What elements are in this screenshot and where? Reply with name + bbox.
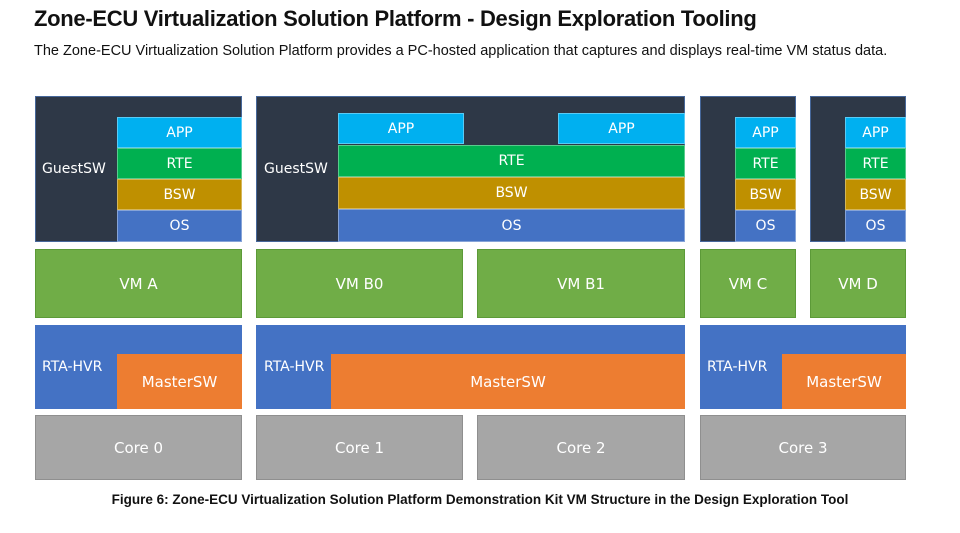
os-layer-d: OS bbox=[845, 210, 906, 242]
mastersw-1: MasterSW bbox=[331, 354, 685, 409]
hypervisor-label-3: RTA-HVR bbox=[707, 359, 768, 375]
mastersw-0: MasterSW bbox=[117, 354, 242, 409]
vm-d: VM D bbox=[810, 249, 906, 318]
rte-layer-a: RTE bbox=[117, 148, 242, 179]
bsw-layer-a: BSW bbox=[117, 179, 242, 210]
mastersw-3: MasterSW bbox=[782, 354, 906, 409]
vm-a: VM A bbox=[35, 249, 242, 318]
bsw-layer-c: BSW bbox=[735, 179, 796, 210]
guestsw-label-a: GuestSW bbox=[42, 161, 106, 177]
app-layer-b0: APP bbox=[338, 113, 464, 144]
os-layer-c: OS bbox=[735, 210, 796, 242]
vm-c: VM C bbox=[700, 249, 796, 318]
hypervisor-label-0: RTA-HVR bbox=[42, 359, 103, 375]
hypervisor-label-1: RTA-HVR bbox=[264, 359, 325, 375]
rte-layer-d: RTE bbox=[845, 148, 906, 179]
rte-layer-b: RTE bbox=[338, 145, 685, 177]
rte-layer-c: RTE bbox=[735, 148, 796, 179]
app-layer-d: APP bbox=[845, 117, 906, 148]
guestsw-label-b: GuestSW bbox=[264, 161, 328, 177]
page-description: The Zone-ECU Virtualization Solution Pla… bbox=[34, 43, 888, 59]
figure-caption: Figure 6: Zone-ECU Virtualization Soluti… bbox=[111, 492, 849, 507]
core-2: Core 2 bbox=[477, 415, 685, 480]
app-layer-b1: APP bbox=[558, 113, 685, 144]
bsw-layer-b: BSW bbox=[338, 177, 685, 209]
core-3: Core 3 bbox=[700, 415, 906, 480]
vm-b0: VM B0 bbox=[256, 249, 463, 318]
app-layer-c: APP bbox=[735, 117, 796, 148]
app-layer-a: APP bbox=[117, 117, 242, 148]
core-1: Core 1 bbox=[256, 415, 463, 480]
bsw-layer-d: BSW bbox=[845, 179, 906, 210]
os-layer-b: OS bbox=[338, 209, 685, 242]
os-layer-a: OS bbox=[117, 210, 242, 242]
core-0: Core 0 bbox=[35, 415, 242, 480]
page-title: Zone-ECU Virtualization Solution Platfor… bbox=[34, 6, 757, 31]
vm-b1: VM B1 bbox=[477, 249, 685, 318]
